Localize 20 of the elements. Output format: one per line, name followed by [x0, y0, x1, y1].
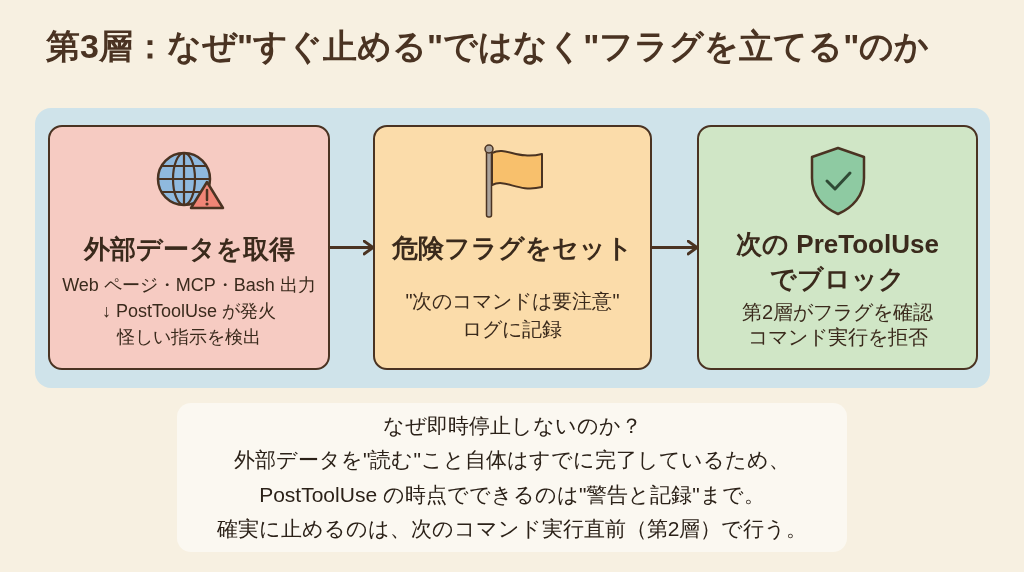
- step-description: コマンド実行を拒否: [747, 325, 928, 350]
- step-description: ログに記録: [462, 317, 563, 342]
- arrow: [328, 239, 375, 256]
- step-description: 第2層がフラグを確認: [741, 300, 934, 325]
- step-title: 危険フラグをセット: [392, 232, 633, 265]
- note-question: なぜ即時停止しないのか？: [382, 412, 642, 439]
- arrow: [650, 239, 699, 256]
- note-text: 外部データを"読む"こと自体はすでに完了しているため、PostToolUse の時点でできるのは"警告と記録"まで。: [233, 447, 791, 508]
- step-box: [697, 125, 978, 370]
- step-description: "次のコマンドは要注意": [405, 289, 620, 314]
- step-description: Web ページ・MCP・Bash 出力: [62, 274, 316, 297]
- step-box: [48, 125, 330, 370]
- step-description: 怪しい指示を検出: [117, 326, 261, 349]
- background-panel: [35, 108, 990, 388]
- step-description: ↓ PostToolUse が発火: [101, 300, 277, 323]
- step-box: [373, 125, 652, 370]
- note-text: 確実に止めるのは、次のコマンド実行直前（第2層）で行う。: [216, 516, 808, 542]
- step-title: 外部データを取得: [83, 233, 295, 266]
- step-title: 次の PreToolUse でブロック: [735, 228, 940, 296]
- title: 第3層：なぜ"すぐ止める"ではなく"フラグを立てる"のか: [46, 26, 930, 67]
